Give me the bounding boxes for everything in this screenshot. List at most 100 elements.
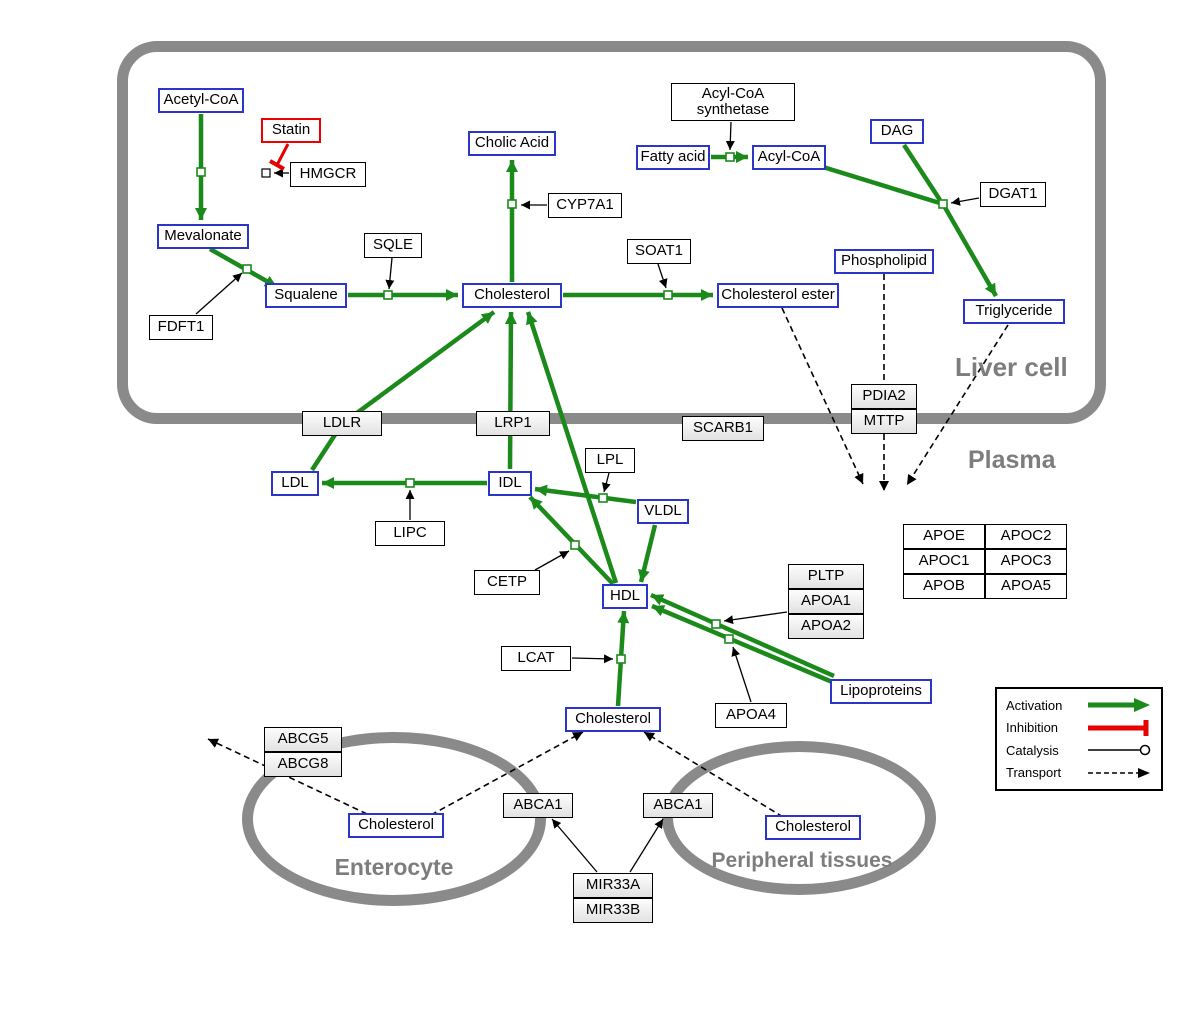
node-scarb1[interactable]: SCARB1 — [682, 415, 764, 441]
edge-cholesterol-enterocyte-plasma — [430, 731, 584, 816]
node-mir33b[interactable]: MIR33B — [573, 897, 653, 923]
node-cholesterol-peripheral[interactable]: Cholesterol — [765, 814, 861, 840]
node-mir33a[interactable]: MIR33A — [573, 872, 653, 898]
catalysis-circle-icon — [1088, 745, 1151, 756]
activation-arrow-icon — [1088, 698, 1150, 713]
node-triglyceride[interactable]: Triglyceride — [963, 298, 1065, 324]
legend-row-transport: Transport — [1006, 764, 1152, 782]
reaction-node — [598, 493, 608, 503]
reaction-node — [724, 634, 734, 644]
node-soat1[interactable]: SOAT1 — [627, 238, 691, 264]
node-apoe[interactable]: APOE — [903, 523, 985, 549]
node-cholesterol-ester[interactable]: Cholesterol ester — [717, 282, 839, 308]
node-ldlr[interactable]: LDLR — [302, 410, 382, 436]
node-abcg5[interactable]: ABCG5 — [264, 726, 342, 752]
edge-statin-inhibition — [275, 143, 290, 166]
inhibition-tbar-icon — [1088, 719, 1149, 736]
node-apoa2[interactable]: APOA2 — [788, 613, 864, 639]
edge-idl-cholesterol — [504, 311, 517, 470]
node-apoc3[interactable]: APOC3 — [985, 548, 1067, 574]
node-apoa5[interactable]: APOA5 — [985, 573, 1067, 599]
node-mevalonate[interactable]: Mevalonate — [157, 223, 249, 249]
edge-lpl-catalysis — [601, 472, 611, 493]
node-apob[interactable]: APOB — [903, 573, 985, 599]
node-mttp[interactable]: MTTP — [851, 408, 917, 434]
node-squalene[interactable]: Squalene — [265, 282, 347, 308]
node-cholesterol-liver[interactable]: Cholesterol — [462, 282, 562, 308]
node-cholesterol-enterocyte[interactable]: Cholesterol — [348, 812, 444, 838]
edge-cetp-catalysis — [534, 550, 570, 571]
edge-mir33-abca1-left — [551, 818, 598, 873]
node-abca1-right[interactable]: ABCA1 — [643, 792, 713, 818]
edge-apoa4-catalysis — [731, 646, 752, 703]
node-phospholipid[interactable]: Phospholipid — [834, 248, 934, 274]
node-fatty-acid[interactable]: Fatty acid — [636, 144, 710, 170]
reaction-node — [383, 290, 393, 300]
edge-soat1-catalysis — [657, 263, 668, 289]
edge-lipoproteins-hdl-upper — [650, 592, 835, 679]
node-lipoproteins[interactable]: Lipoproteins — [830, 678, 932, 704]
node-acyl-coa[interactable]: Acyl-CoA — [752, 144, 826, 170]
node-cyp7a1[interactable]: CYP7A1 — [548, 192, 622, 218]
node-fdft1[interactable]: FDFT1 — [149, 314, 213, 340]
node-dgat1[interactable]: DGAT1 — [980, 181, 1046, 207]
node-acetyl-coa[interactable]: Acetyl-CoA — [158, 87, 244, 113]
legend: Activation Inhibition Catalysis Transpor… — [995, 687, 1163, 791]
node-lrp1[interactable]: LRP1 — [476, 410, 550, 436]
plasma-label: Plasma — [968, 446, 1056, 474]
edge-lipoproteins-hdl-lower — [651, 603, 857, 695]
node-apoc2[interactable]: APOC2 — [985, 523, 1067, 549]
legend-activation-label: Activation — [1006, 697, 1063, 713]
edge-ldl-cholesterol — [310, 310, 496, 472]
transport-dashed-arrow-icon — [1088, 767, 1150, 778]
node-lcat[interactable]: LCAT — [501, 645, 571, 671]
edge-acylcoa-triglyceride — [822, 164, 998, 298]
legend-catalysis-label: Catalysis — [1006, 742, 1059, 758]
reaction-node — [663, 290, 673, 300]
node-ldl[interactable]: LDL — [271, 470, 319, 496]
edge-dag-dgat-node — [902, 143, 942, 202]
reaction-node — [570, 540, 580, 550]
edge-statin-inhibition-bar — [269, 159, 285, 171]
reaction-node — [242, 264, 252, 274]
edge-hdl-cholesterol — [525, 311, 619, 584]
edge-triglyceride-plasma — [906, 324, 1009, 486]
node-abca1-left[interactable]: ABCA1 — [503, 792, 573, 818]
reaction-node — [196, 167, 206, 177]
edge-acylcoasynthetase-catalysis — [725, 121, 735, 151]
node-pdia2[interactable]: PDIA2 — [851, 383, 917, 409]
edge-lcat-catalysis — [571, 654, 614, 664]
edge-dgat1-catalysis — [950, 196, 980, 206]
node-idl[interactable]: IDL — [488, 470, 532, 496]
node-apoa4[interactable]: APOA4 — [715, 702, 787, 728]
node-lpl[interactable]: LPL — [585, 447, 635, 473]
liver-cell-membrane — [117, 41, 1106, 424]
node-statin[interactable]: Statin — [261, 117, 321, 143]
enterocyte-label: Enterocyte — [334, 854, 454, 880]
edge-apoa-stack-catalysis — [723, 611, 788, 625]
node-cholesterol-plasma[interactable]: Cholesterol — [565, 706, 661, 732]
legend-transport-label: Transport — [1006, 765, 1062, 781]
node-lipc[interactable]: LIPC — [375, 520, 445, 546]
legend-row-catalysis: Catalysis — [1006, 741, 1152, 759]
node-pltp[interactable]: PLTP — [788, 563, 864, 589]
node-cetp[interactable]: CETP — [474, 569, 540, 595]
edge-fdft1-catalysis — [195, 272, 243, 315]
node-dag[interactable]: DAG — [870, 118, 924, 144]
node-abcg8[interactable]: ABCG8 — [264, 751, 342, 777]
reaction-node — [616, 654, 626, 664]
node-hmgcr[interactable]: HMGCR — [290, 161, 366, 187]
edge-cholesterol-peripheral-plasma — [643, 731, 784, 818]
reaction-node — [711, 619, 721, 629]
node-apoa1[interactable]: APOA1 — [788, 588, 864, 614]
edge-vldl-idl — [534, 484, 637, 505]
node-vldl[interactable]: VLDL — [637, 498, 689, 524]
node-cholic-acid[interactable]: Cholic Acid — [468, 130, 556, 156]
node-sqle[interactable]: SQLE — [364, 232, 422, 258]
node-hdl[interactable]: HDL — [602, 583, 648, 609]
reaction-node — [938, 199, 948, 209]
node-apoc1[interactable]: APOC1 — [903, 548, 985, 574]
